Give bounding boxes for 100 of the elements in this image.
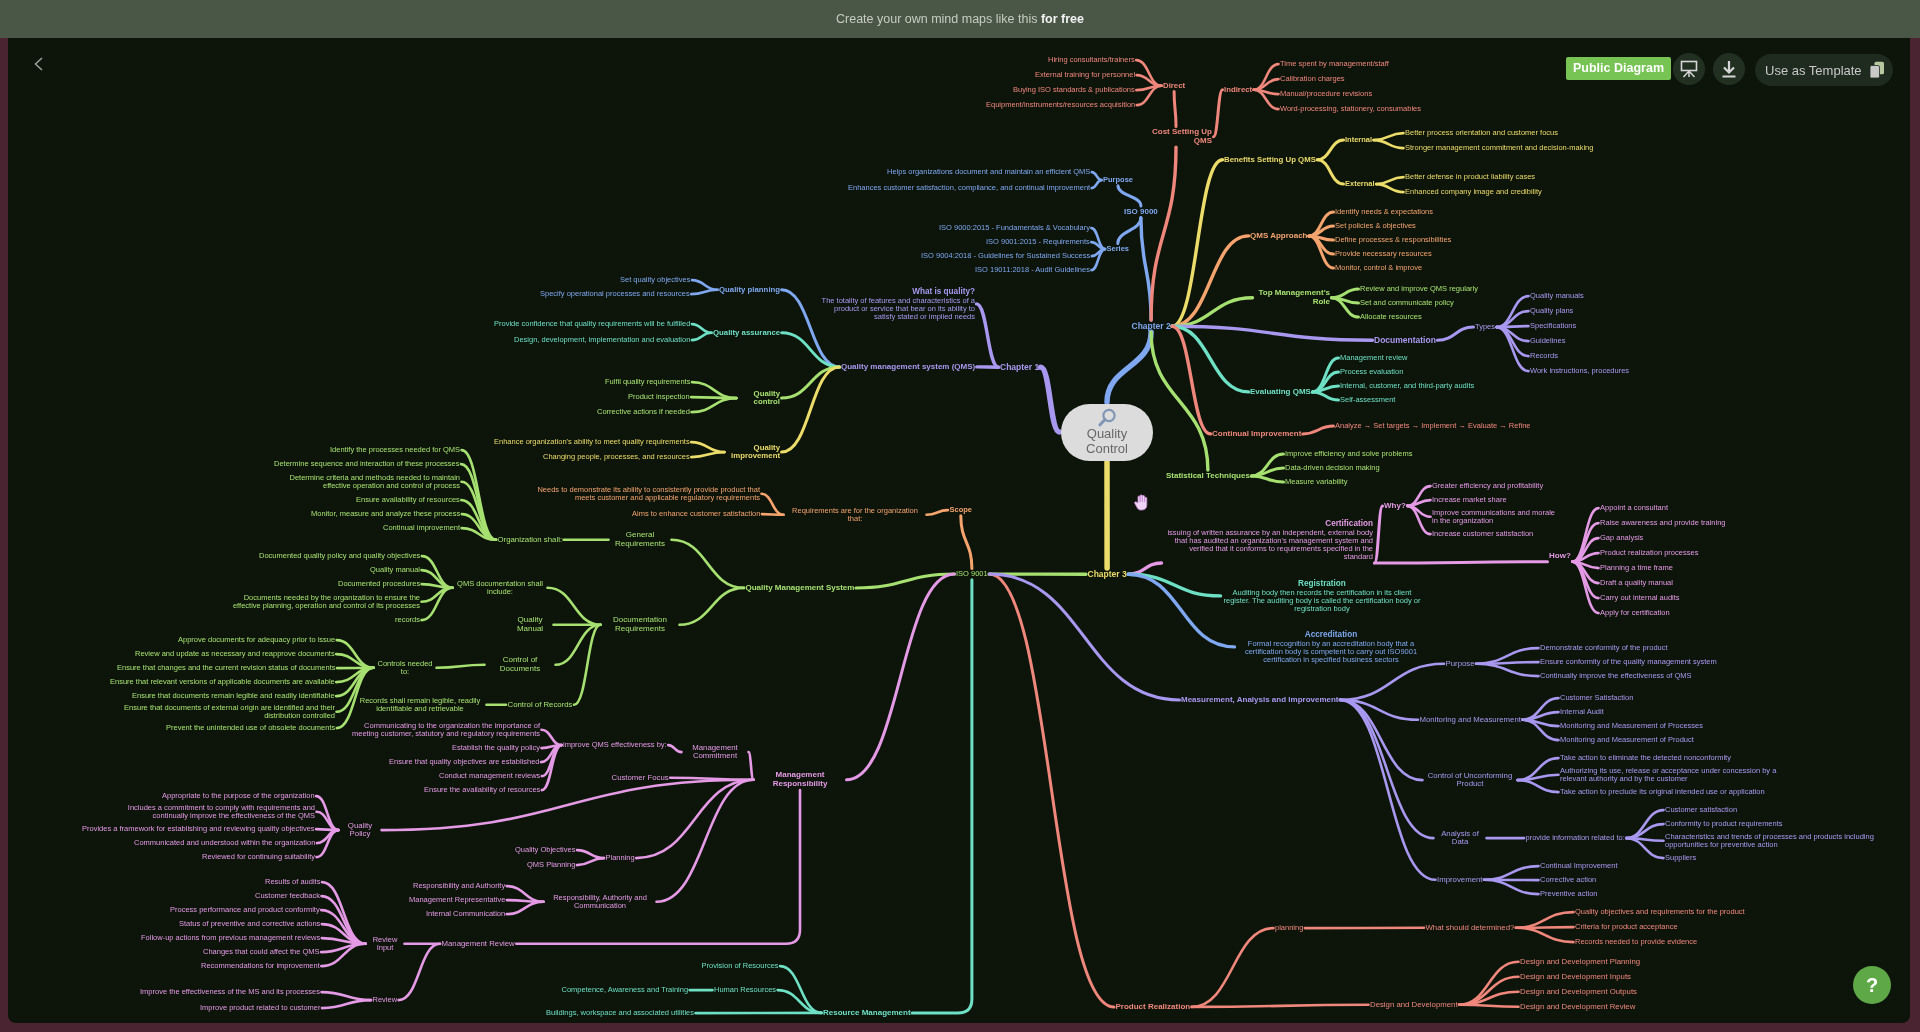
branch-line	[987, 572, 1088, 576]
topic-label: Statistical Techniques	[1166, 471, 1250, 481]
branch-line	[780, 331, 841, 369]
branch-line	[1406, 498, 1432, 508]
topic-heading: Certification	[1325, 518, 1373, 528]
branch-line	[334, 652, 375, 670]
branch-line	[1212, 88, 1224, 139]
branch-line	[1104, 329, 1154, 405]
topic-label: General Requirements	[610, 531, 670, 549]
topic-label: Evaluating QMS	[1250, 387, 1311, 397]
branch-line	[689, 288, 719, 296]
branch-line	[1135, 73, 1163, 88]
branch-line	[690, 331, 713, 342]
branch-line	[572, 623, 602, 707]
branch-line	[505, 898, 545, 904]
branch-line	[1170, 324, 1213, 436]
topic-heading: Accreditation	[1304, 629, 1358, 639]
branch-line	[1372, 138, 1405, 150]
branch-line	[435, 663, 486, 670]
branch-line	[1514, 925, 1575, 930]
branch-line	[1190, 1003, 1370, 1009]
topic-label: Quality Manual	[508, 616, 552, 634]
branch-line	[1037, 364, 1063, 435]
topic-label: QMS Approach	[1250, 231, 1308, 241]
public-diagram-badge: Public Diagram	[1566, 57, 1671, 80]
topic-label: Management Responsibility	[755, 771, 845, 789]
branch-line	[1474, 660, 1540, 666]
branch-line	[320, 936, 367, 946]
branch-line	[1521, 718, 1560, 742]
branch-line	[1571, 560, 1600, 615]
branch-line	[780, 365, 841, 454]
branch-line	[1516, 778, 1560, 794]
branch-line	[1301, 424, 1335, 436]
branch-line	[1252, 88, 1280, 111]
branch-line	[335, 638, 375, 670]
branch-line	[776, 988, 823, 1015]
branch-line	[1149, 330, 1210, 472]
branch-line	[397, 942, 442, 1002]
topic-label: Product Realization	[1115, 1002, 1191, 1012]
branch-line	[460, 526, 498, 542]
branch-line	[1457, 1003, 1520, 1009]
branch-line	[690, 396, 738, 414]
branch-line	[1514, 926, 1575, 944]
branch-line	[1190, 926, 1275, 1009]
branch-line	[1116, 216, 1143, 245]
topic-label: Resource Management	[823, 1008, 911, 1018]
topic-label: Why?	[1384, 501, 1406, 511]
topic-label: Documentation	[1374, 335, 1436, 345]
topic-label: Chapter 2	[1131, 321, 1171, 331]
branch-line	[690, 450, 726, 459]
branch-line	[1135, 84, 1163, 107]
branch-line	[1307, 234, 1335, 270]
branch-line	[688, 988, 714, 992]
branch-line	[1090, 247, 1107, 272]
topic-label: Documentation Requirements	[602, 616, 678, 634]
branch-line	[320, 894, 367, 946]
topic-label: Measurement, Analysis and Improvement	[1181, 695, 1339, 705]
branch-line	[1104, 459, 1110, 571]
topic-heading: What is quality?	[912, 286, 975, 296]
branch-line	[1373, 560, 1549, 565]
topic-label: Quality Management System	[745, 583, 855, 593]
branch-line	[1149, 145, 1178, 322]
branch-line	[1307, 224, 1335, 238]
topic-heading: Registration	[1298, 578, 1346, 588]
topic-label: How?	[1549, 551, 1571, 561]
branch-line	[315, 810, 340, 832]
branch-line	[1249, 474, 1285, 484]
topic-label: Chapter 1	[1000, 362, 1040, 372]
branch-line	[1482, 864, 1540, 882]
branch-line	[975, 365, 1001, 369]
branch-line	[1090, 240, 1107, 251]
branch-line	[1374, 182, 1405, 194]
banner-text: Create your own mind maps like this for free	[836, 12, 1084, 26]
branch-line	[1252, 77, 1280, 92]
branch-line	[320, 942, 367, 968]
branch-line	[1521, 710, 1560, 722]
branch-line	[845, 572, 956, 782]
branch-line	[1495, 325, 1530, 373]
branch-line	[668, 776, 755, 782]
topic-label: Cost Setting Up QMS	[1140, 128, 1212, 146]
branch-line	[670, 538, 746, 590]
branch-line	[1338, 698, 1437, 882]
branch-line	[1315, 158, 1345, 186]
topic-label: Quality management system (QMS)	[841, 362, 976, 372]
branch-line	[1435, 325, 1475, 342]
use-template-button: Use as Template	[1755, 54, 1893, 86]
branch-line	[910, 578, 974, 1015]
branch-line	[1457, 990, 1520, 1007]
branch-line	[315, 828, 340, 859]
branch-line	[505, 900, 545, 916]
branch-line	[1090, 178, 1103, 190]
branch-line	[760, 512, 785, 517]
branch-line	[320, 998, 373, 1010]
branch-line	[1571, 551, 1600, 564]
branch-line	[1330, 296, 1360, 319]
topic-label: Continual Improvement	[1212, 429, 1302, 439]
branch-line	[1303, 926, 1426, 930]
branch-line	[485, 703, 508, 707]
branch-line	[575, 856, 606, 867]
branch-line	[1406, 504, 1432, 536]
